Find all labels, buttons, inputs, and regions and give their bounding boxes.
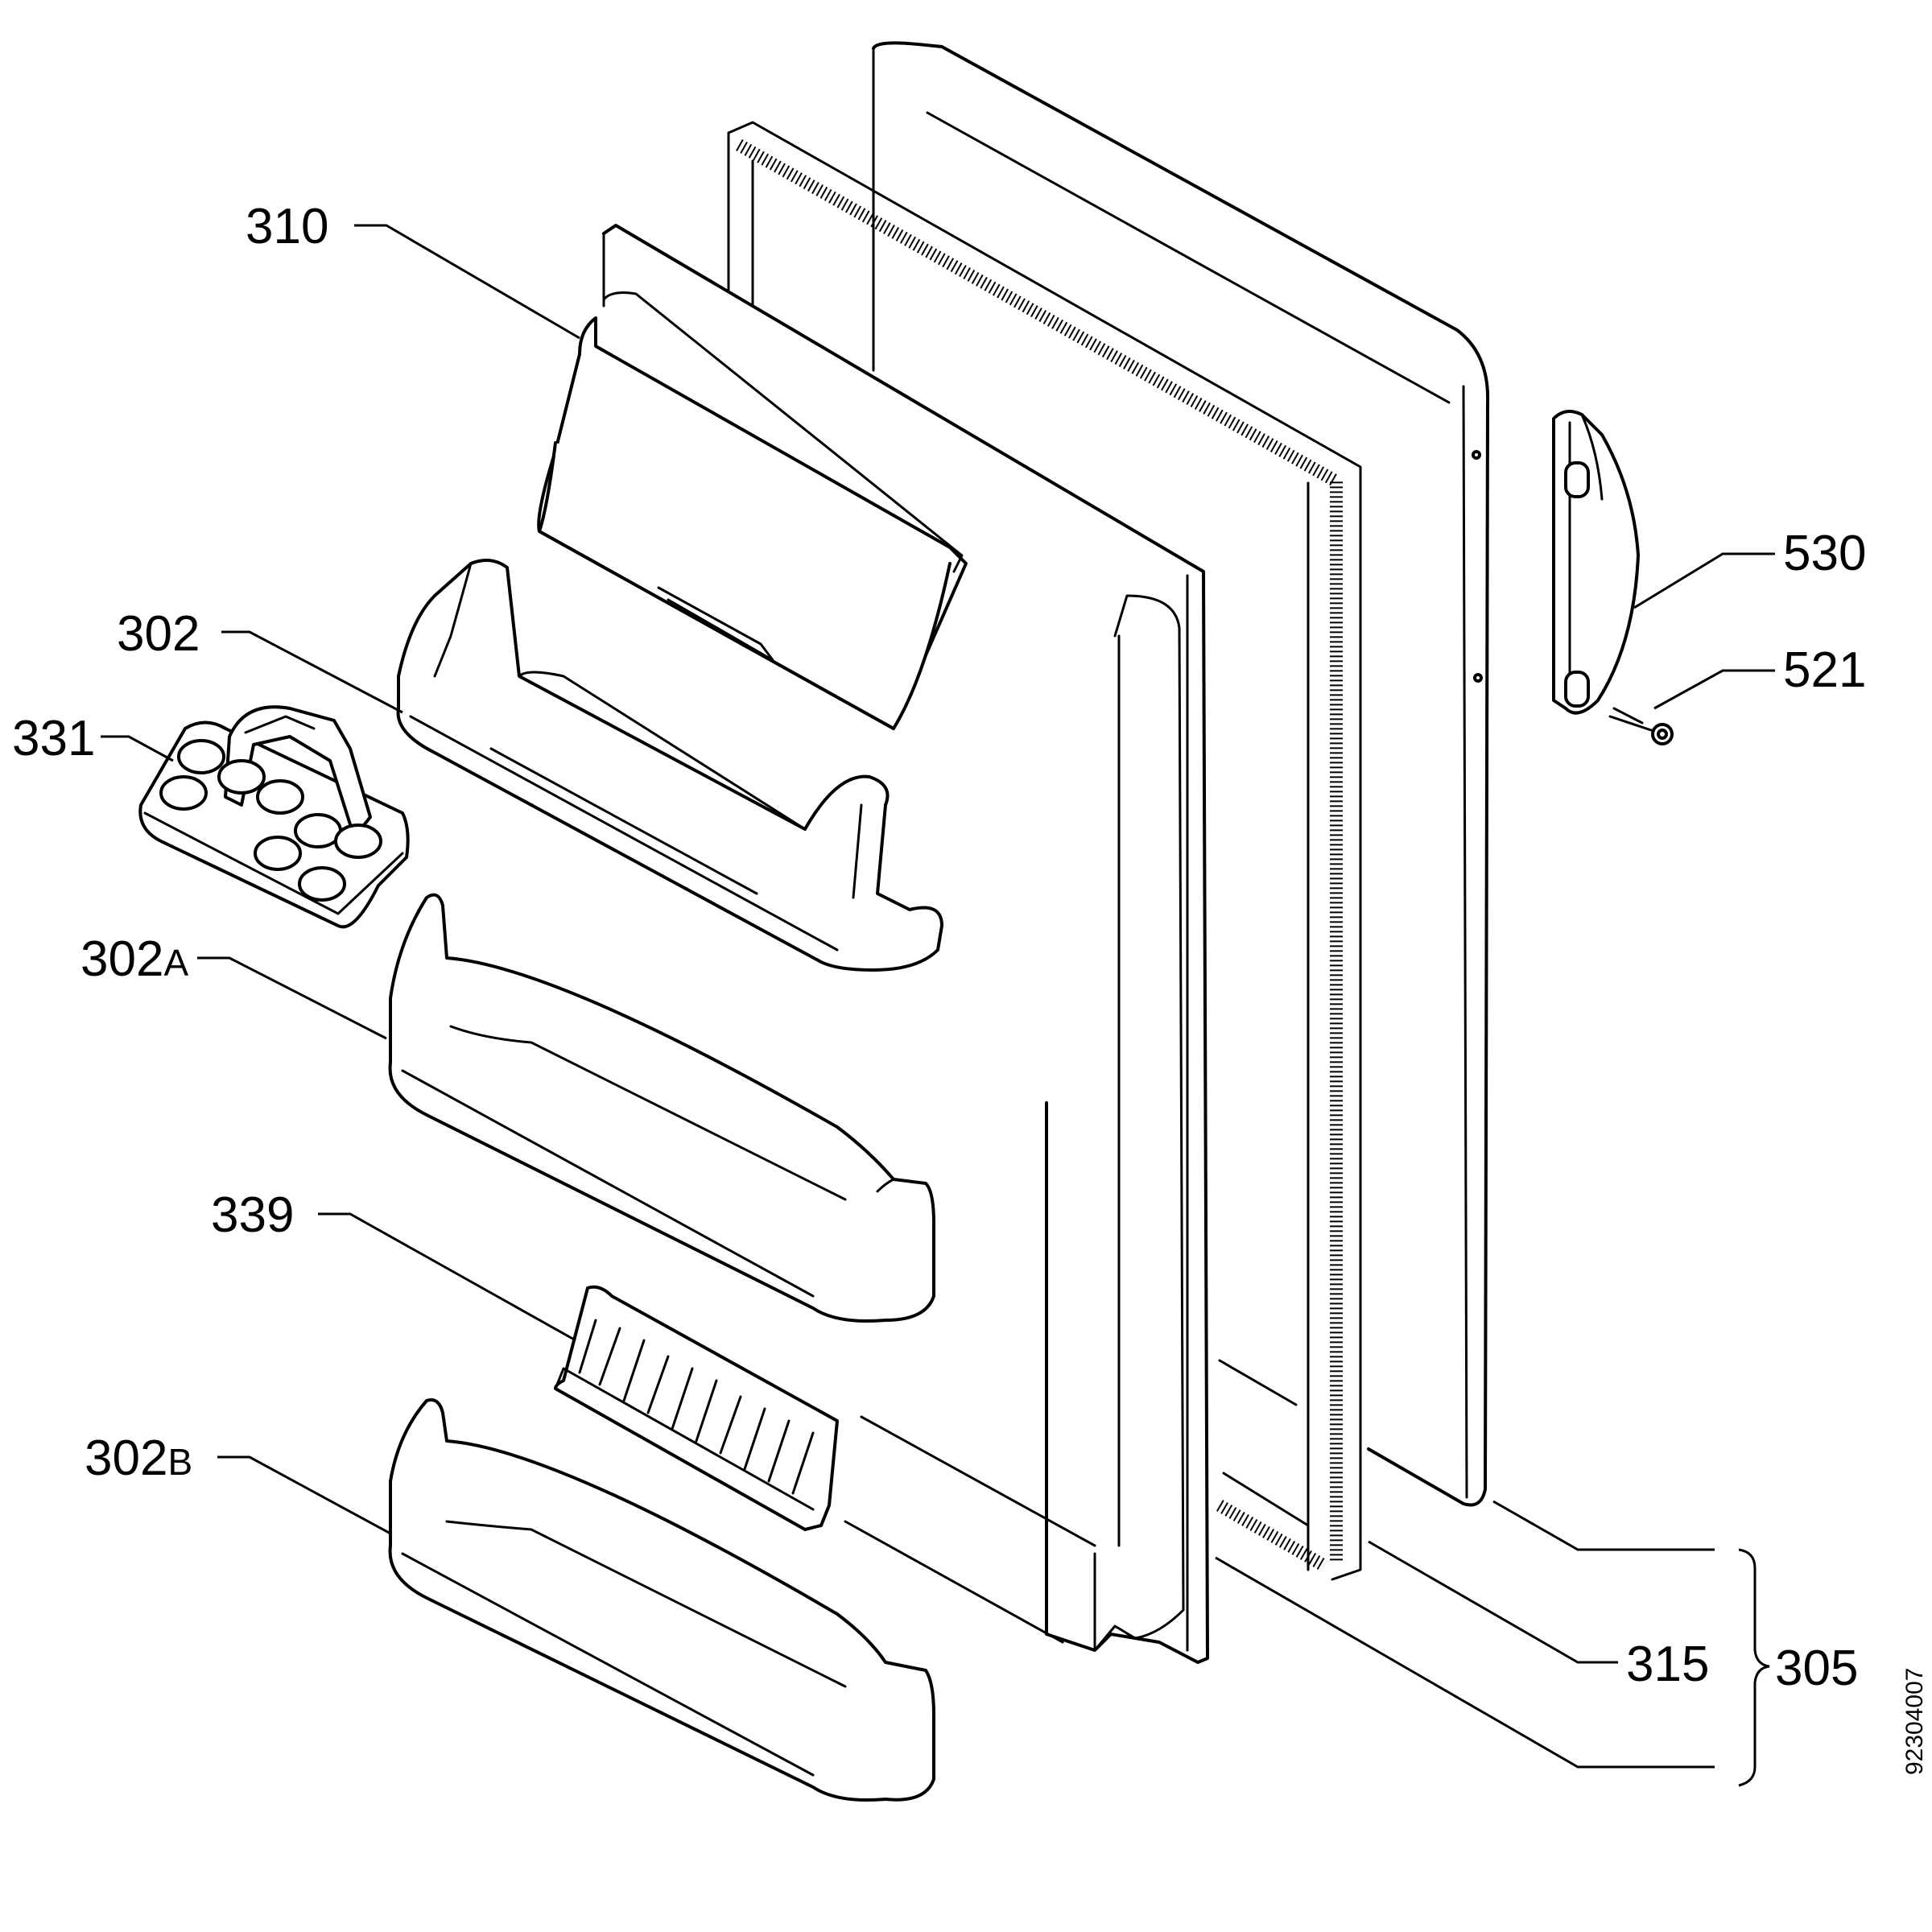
door-handle (1552, 410, 1640, 715)
leader-302 (221, 630, 403, 714)
label-302b-number: 302 (85, 1430, 167, 1486)
leader-521 (1653, 669, 1775, 710)
label-530: 530 (1783, 526, 1866, 581)
bracket-305 (1738, 1548, 1770, 1787)
bottle-shelf-302b (388, 1398, 935, 1802)
egg-tray (138, 705, 410, 929)
label-310: 310 (246, 199, 328, 254)
inner-door-liner (602, 224, 1209, 1664)
door-gasket (727, 121, 1362, 1581)
label-302a-number: 302 (80, 931, 163, 987)
label-331: 331 (12, 711, 95, 766)
label-302a: 302A (80, 931, 188, 987)
label-339: 339 (211, 1187, 294, 1243)
leader-lines (101, 224, 1775, 1787)
bottle-retainer (554, 1285, 839, 1531)
dairy-compartment-flap (537, 291, 968, 730)
label-315: 315 (1626, 1637, 1709, 1692)
drawing-number: 92304007 (1901, 1668, 1928, 1775)
label-302b: 302B (85, 1430, 192, 1486)
leader-302a (197, 956, 387, 1040)
label-302: 302 (117, 606, 200, 662)
leader-310 (354, 224, 580, 340)
label-302a-suffix: A (163, 942, 188, 984)
part-labels: 310 302 331 302A 339 302B 530 521 315 30… (12, 199, 1928, 1775)
leader-331 (101, 735, 174, 762)
leader-305-bottom (1215, 1556, 1715, 1769)
leader-305-top (1492, 1500, 1715, 1551)
leader-315 (1368, 1540, 1618, 1664)
screw (1608, 707, 1674, 745)
label-305: 305 (1775, 1641, 1858, 1696)
label-521: 521 (1783, 642, 1866, 698)
leader-530 (1633, 552, 1775, 609)
leader-302b (217, 1455, 391, 1535)
label-302b-suffix: B (167, 1441, 192, 1483)
bottle-shelf-302a (388, 893, 935, 1323)
leader-339 (318, 1212, 576, 1342)
